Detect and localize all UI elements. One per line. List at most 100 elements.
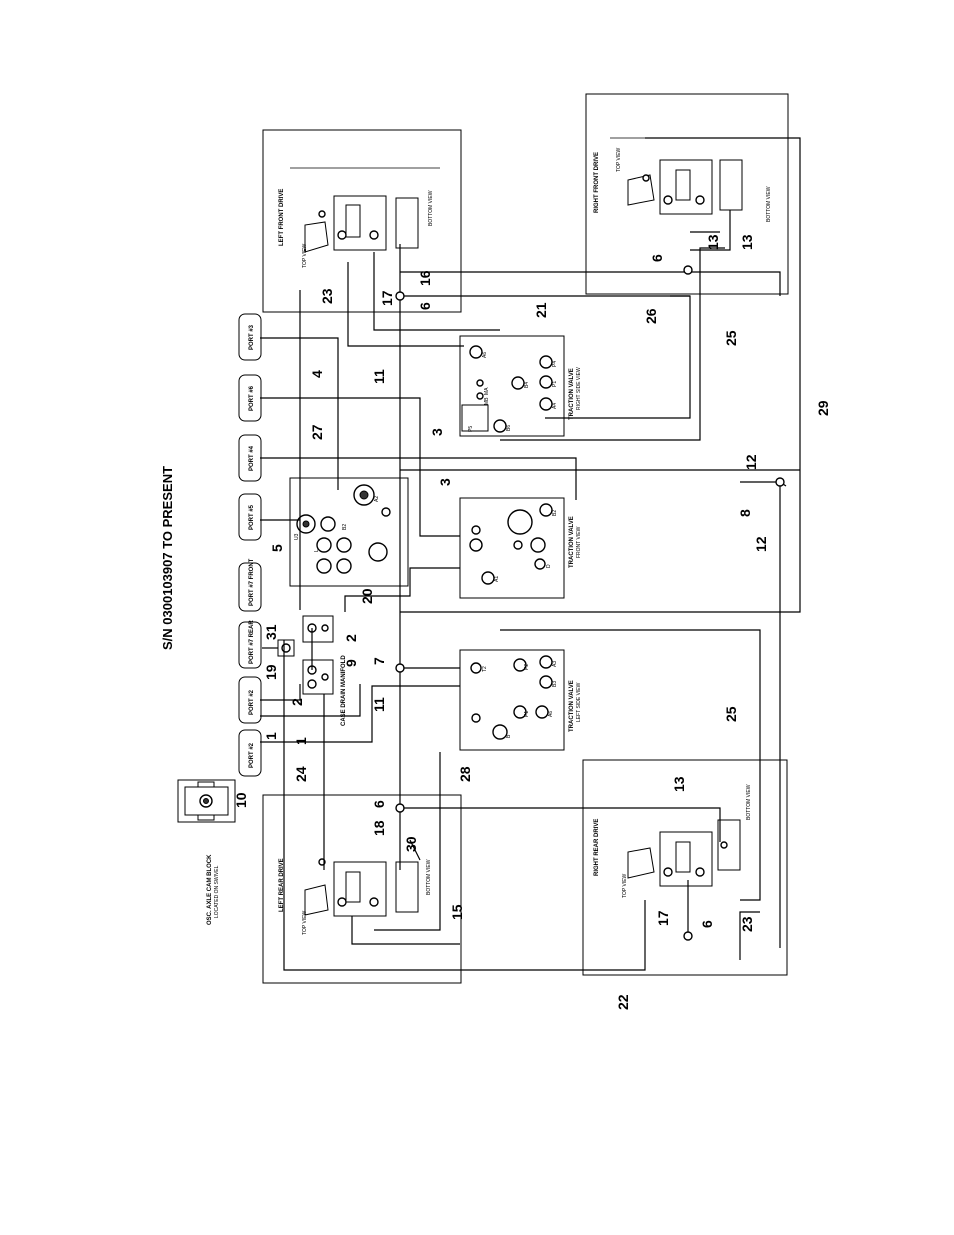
pump-block: A2 U3 B2 L (289, 477, 409, 587)
port-tab: PORT #2 (238, 729, 262, 777)
bottom-view-label: BOTTOM VIEW (766, 186, 772, 222)
junction-nodes (395, 265, 785, 941)
svg-text:U3: U3 (294, 533, 300, 540)
svg-text:B3: B3 (552, 681, 558, 687)
callout: 1 (293, 737, 309, 745)
top-view-label: TOP VIEW (302, 910, 308, 935)
callout: 11 (371, 369, 387, 384)
callout: 11 (371, 697, 387, 712)
svg-text:P5: P5 (468, 426, 474, 432)
port-tab: PORT #4 (238, 434, 262, 482)
callout: 10 (233, 792, 249, 808)
callout: 16 (417, 270, 433, 286)
svg-text:P1: P1 (524, 711, 530, 717)
callout: 9 (343, 659, 359, 667)
port-tab: PORT #7 FRONT (238, 558, 262, 612)
callout: 23 (739, 916, 755, 932)
bottom-view-label: BOTTOM VIEW (428, 190, 434, 226)
port-tabs: PORT #2 PORT #2 PORT #7 REAR PORT #7 FRO… (238, 313, 262, 777)
svg-text:LEFT SIDE VIEW: LEFT SIDE VIEW (576, 682, 582, 722)
callout: 25 (723, 706, 739, 722)
svg-text:PORT #7 REAR: PORT #7 REAR (249, 620, 255, 664)
svg-text:P1: P1 (552, 381, 558, 387)
top-view-label: TOP VIEW (302, 243, 308, 268)
svg-text:T2: T2 (482, 666, 488, 672)
callout: 2 (289, 698, 305, 706)
callout: 12 (743, 454, 759, 470)
callout: 23 (319, 288, 335, 304)
callout: 13 (671, 776, 687, 792)
svg-text:PORT #4: PORT #4 (249, 445, 255, 471)
top-view-label: TOP VIEW (616, 147, 622, 172)
svg-text:B2: B2 (342, 524, 348, 530)
callout: 20 (359, 588, 375, 604)
top-view-label: TOP VIEW (622, 873, 628, 898)
callout: 4 (309, 370, 325, 378)
right-rear-drive: RIGHT REAR DRIVE TOP VIEW BOTTOM VIEW (582, 759, 788, 976)
svg-text:PORT #3: PORT #3 (249, 324, 255, 350)
callout: 18 (371, 820, 387, 836)
page-title: S/N 0300103907 TO PRESENT (160, 466, 175, 650)
traction-valve-left-side: TRACTION VALVE LEFT SIDE VIEW T2 P2 A3 B… (459, 649, 582, 751)
port-tab: PORT #3 (238, 313, 262, 361)
svg-text:A6: A6 (482, 352, 488, 358)
svg-text:PORT #7 FRONT: PORT #7 FRONT (249, 558, 255, 606)
callout: 31 (263, 624, 279, 640)
callouts: 1 1 2 2 3 3 4 5 6 6 6 6 7 8 9 10 11 11 1… (233, 234, 831, 1010)
bottom-view-label: BOTTOM VIEW (426, 859, 432, 895)
svg-text:P4: P4 (552, 361, 558, 367)
bottom-view-label: BOTTOM VIEW (746, 784, 752, 820)
left-rear-drive-label: LEFT REAR DRIVE (279, 858, 285, 912)
callout: 24 (293, 766, 309, 782)
callout: 2 (343, 634, 359, 642)
callout: 29 (815, 400, 831, 416)
svg-text:D: D (546, 564, 552, 568)
svg-text:PORT #5: PORT #5 (249, 504, 255, 530)
svg-text:A6: A6 (548, 711, 554, 717)
case-drain-manifold-label: CASE DRAIN MANIFOLD (341, 655, 347, 726)
callout: 6 (371, 800, 387, 808)
svg-text:A4: A4 (552, 403, 558, 409)
callout: 6 (699, 920, 715, 928)
svg-text:RIGHT SIDE VIEW: RIGHT SIDE VIEW (576, 367, 582, 410)
callout: 25 (723, 330, 739, 346)
svg-text:FRONT VIEW: FRONT VIEW (576, 526, 582, 558)
svg-text:B4: B4 (524, 382, 530, 388)
callout: 21 (533, 302, 549, 318)
callout: 3 (437, 478, 453, 486)
callout: 22 (615, 994, 631, 1010)
left-rear-drive: LEFT REAR DRIVE TOP VIEW BOTTOM VIEW (262, 794, 462, 984)
callout: 17 (655, 910, 671, 926)
left-front-drive: LEFT FRONT DRIVE LEFT FRONT DRIVE TOP VI… (262, 129, 462, 313)
svg-text:TRACTION VALVE: TRACTION VALVE (569, 516, 575, 568)
axle-cam-block-label: OSC. AXLE CAM BLOCK (207, 854, 213, 925)
callout: 27 (309, 424, 325, 440)
port-tab: PORT #5 (238, 493, 262, 541)
axle-cam-block-sublabel: LOCATED ON SWIVEL (214, 865, 220, 918)
right-front-drive: RIGHT FRONT DRIVE TOP VIEW BOTTOM VIEW (585, 93, 800, 295)
left-front-drive-label: LEFT FRONT DRIVE (279, 189, 285, 246)
traction-valve-front: TRACTION VALVE FRONT VIEW B2 A1 D (459, 497, 582, 599)
callout: 19 (263, 664, 279, 680)
port-tab: PORT #7 REAR (238, 620, 262, 669)
callout: 12 (753, 536, 769, 552)
svg-text:TRACTION VALVE: TRACTION VALVE (569, 680, 575, 732)
svg-text:P2: P2 (524, 664, 530, 670)
svg-text:A2: A2 (374, 496, 380, 502)
right-front-drive-label: RIGHT FRONT DRIVE (594, 152, 600, 213)
callout: 13 (705, 234, 721, 250)
svg-text:TRACTION VALVE: TRACTION VALVE (569, 368, 575, 420)
callout: 15 (449, 904, 465, 920)
port-tab: PORT #6 (238, 374, 262, 422)
svg-text:B: B (506, 734, 512, 738)
port-tab: PORT #2 (238, 676, 262, 724)
svg-text:MB: MB (484, 397, 490, 405)
callout: 13 (739, 234, 755, 250)
callout: 6 (649, 254, 665, 262)
callout: 6 (417, 302, 433, 310)
traction-valve-right-side: TRACTION VALVE RIGHT SIDE VIEW A6 B4 P4 … (459, 335, 582, 437)
svg-text:L: L (314, 549, 320, 552)
callout: 28 (457, 766, 473, 782)
svg-text:PORT #2: PORT #2 (249, 742, 255, 768)
